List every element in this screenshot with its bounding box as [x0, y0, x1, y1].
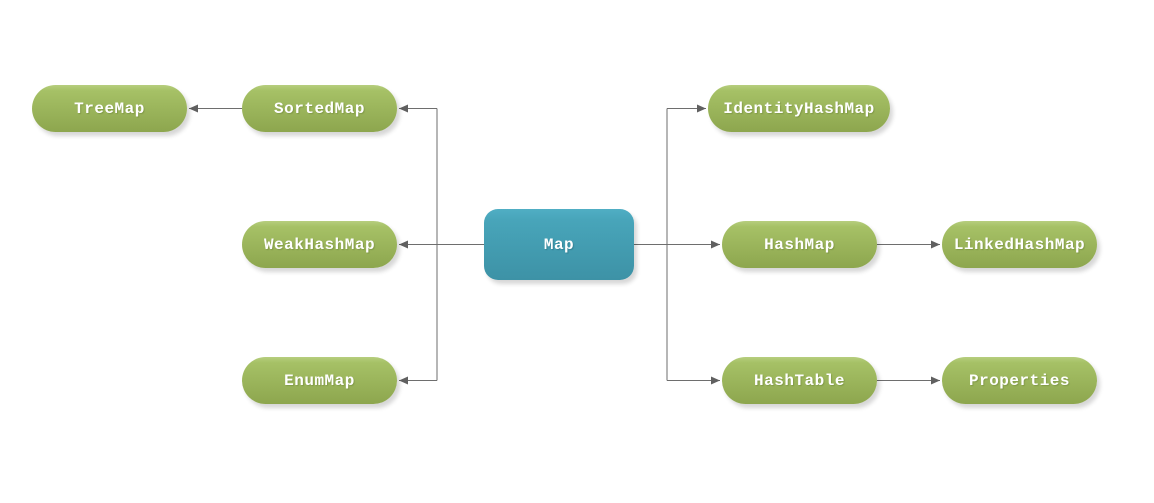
- node-identityhashmap[interactable]: IdentityHashMap: [708, 85, 890, 132]
- node-linkedhashmap[interactable]: LinkedHashMap: [942, 221, 1097, 268]
- node-sortedmap-label: SortedMap: [274, 99, 365, 118]
- node-map-label: Map: [543, 235, 575, 254]
- node-treemap[interactable]: TreeMap: [32, 85, 187, 132]
- node-weakhashmap[interactable]: WeakHashMap: [242, 221, 397, 268]
- node-properties[interactable]: Properties: [942, 357, 1097, 404]
- node-properties-label: Properties: [968, 371, 1070, 390]
- node-hashtable[interactable]: HashTable: [722, 357, 877, 404]
- node-identityhashmap-label: IdentityHashMap: [723, 99, 875, 118]
- node-map[interactable]: Map: [484, 209, 634, 280]
- node-sortedmap[interactable]: SortedMap: [242, 85, 397, 132]
- node-hashmap[interactable]: HashMap: [722, 221, 877, 268]
- node-treemap-label: TreeMap: [74, 99, 145, 118]
- node-enummap[interactable]: EnumMap: [242, 357, 397, 404]
- node-weakhashmap-label: WeakHashMap: [263, 235, 376, 254]
- node-enummap-label: EnumMap: [284, 371, 355, 390]
- node-linkedhashmap-label: LinkedHashMap: [953, 235, 1086, 254]
- node-hashmap-label: HashMap: [764, 235, 835, 254]
- node-hashtable-label: HashTable: [754, 371, 845, 390]
